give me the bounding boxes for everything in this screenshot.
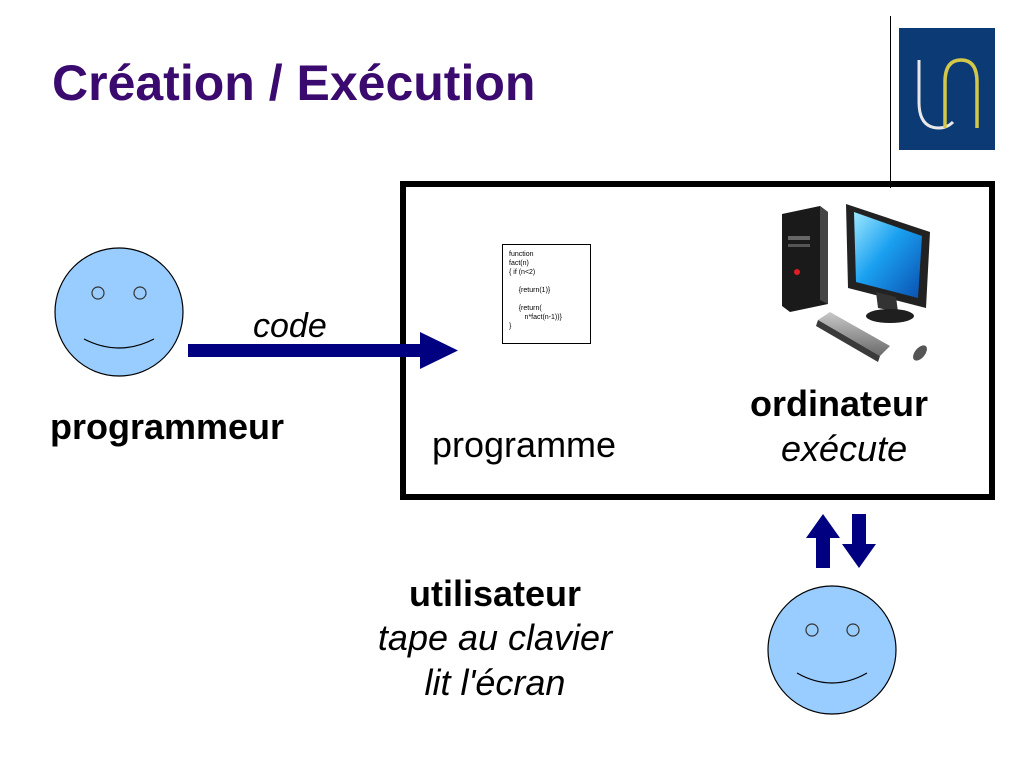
code-label: code [253,307,327,345]
university-logo [899,28,995,150]
code-line: } [509,323,512,330]
header-divider [890,16,891,188]
system-box [400,181,995,500]
code-line: n*fact(n-1))} [509,314,562,321]
user-action-reading: lit l'écran [424,662,566,703]
up-down-arrows-icon [806,514,876,568]
code-line [509,277,584,286]
code-line: { if (n<2) [509,269,536,276]
code-line: fact(n) [509,260,529,267]
program-listing: function fact(n) { if (n<2) {return(1)} … [502,244,591,344]
program-label: programme [432,424,617,465]
programmer-face-icon [54,247,184,377]
user-label: utilisateur [408,573,582,614]
code-line [509,295,584,304]
computer-action-label: exécute [781,428,908,469]
code-line: function [509,251,534,258]
programmer-label: programmeur [50,406,285,447]
code-line: {return( [509,305,542,312]
user-action-typing: tape au clavier [377,617,613,658]
code-line: {return(1)} [509,287,551,294]
slide-title: Création / Exécution [52,55,536,111]
user-face-icon [767,585,897,715]
code-arrow-icon [188,332,458,369]
computer-icon [782,204,930,362]
computer-label: ordinateur [750,383,929,424]
